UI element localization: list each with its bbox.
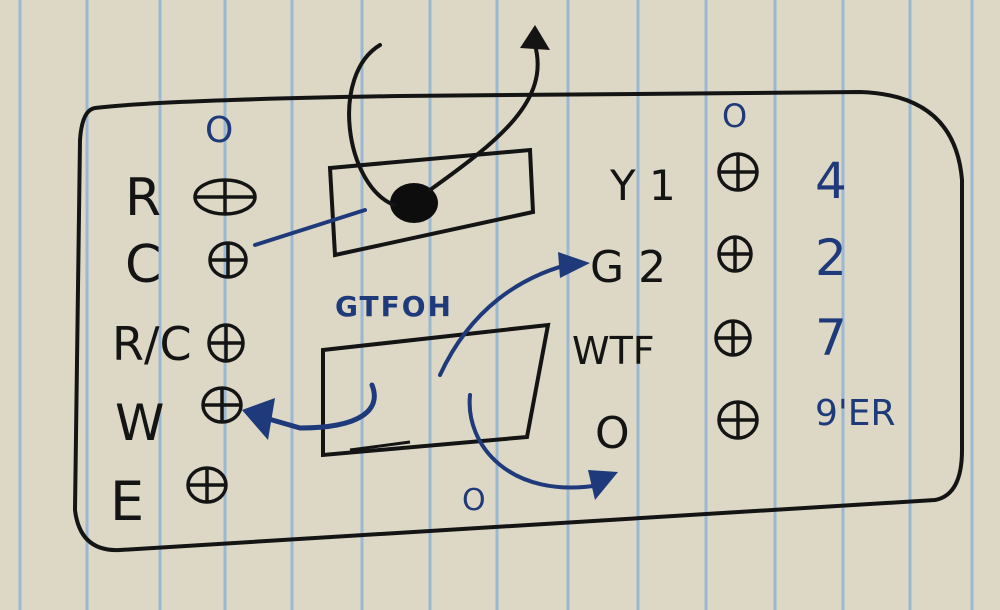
label-o-right: O — [595, 408, 630, 459]
label-w: W — [115, 394, 164, 452]
ball — [390, 183, 438, 223]
blue-link-c-ball — [253, 208, 367, 247]
label-c: C — [125, 235, 161, 295]
number-2: 2 — [815, 229, 847, 287]
crossed-circle-icon — [717, 400, 759, 440]
arrowhead-g — [558, 252, 590, 278]
label-wtf: WTF — [572, 329, 655, 373]
field-boundary — [73, 90, 964, 553]
label-r: R — [125, 168, 161, 228]
arrowhead-top — [520, 25, 550, 50]
number-7: 7 — [815, 309, 847, 367]
crossed-circle-icon — [201, 386, 243, 424]
number-9er: 9'ER — [815, 393, 896, 434]
player-markers — [186, 152, 759, 504]
crossed-circle-icon — [207, 323, 245, 363]
arrowhead-o — [588, 470, 618, 500]
top-box — [327, 147, 536, 258]
o-bottom: O — [462, 483, 486, 518]
blue-arc-to-g — [438, 260, 580, 377]
crossed-circle-icon — [186, 466, 228, 504]
blue-hook-to-w — [252, 382, 377, 431]
label-e: E — [110, 470, 144, 533]
route-arrow-out — [428, 43, 540, 192]
o-top-right: O — [722, 97, 747, 135]
arrowhead-w — [242, 398, 275, 440]
number-4: 4 — [815, 152, 847, 210]
crossed-circle-icon — [714, 319, 752, 357]
route-arrow-in — [347, 43, 396, 207]
crossed-circle-icon — [717, 235, 753, 273]
crossed-circle-icon — [193, 178, 257, 216]
o-top-left: O — [205, 110, 233, 151]
label-g2: G 2 — [590, 242, 666, 293]
bottom-box — [321, 322, 551, 458]
gtfoh-label: GTFOH — [335, 290, 453, 323]
bottom-box-extra-line — [349, 440, 411, 452]
blue-arc-to-o — [467, 393, 602, 490]
label-rc: R/C — [112, 317, 192, 371]
label-y1: Y 1 — [609, 161, 676, 210]
crossed-circle-icon — [208, 241, 248, 279]
crossed-circle-icon — [717, 152, 759, 192]
